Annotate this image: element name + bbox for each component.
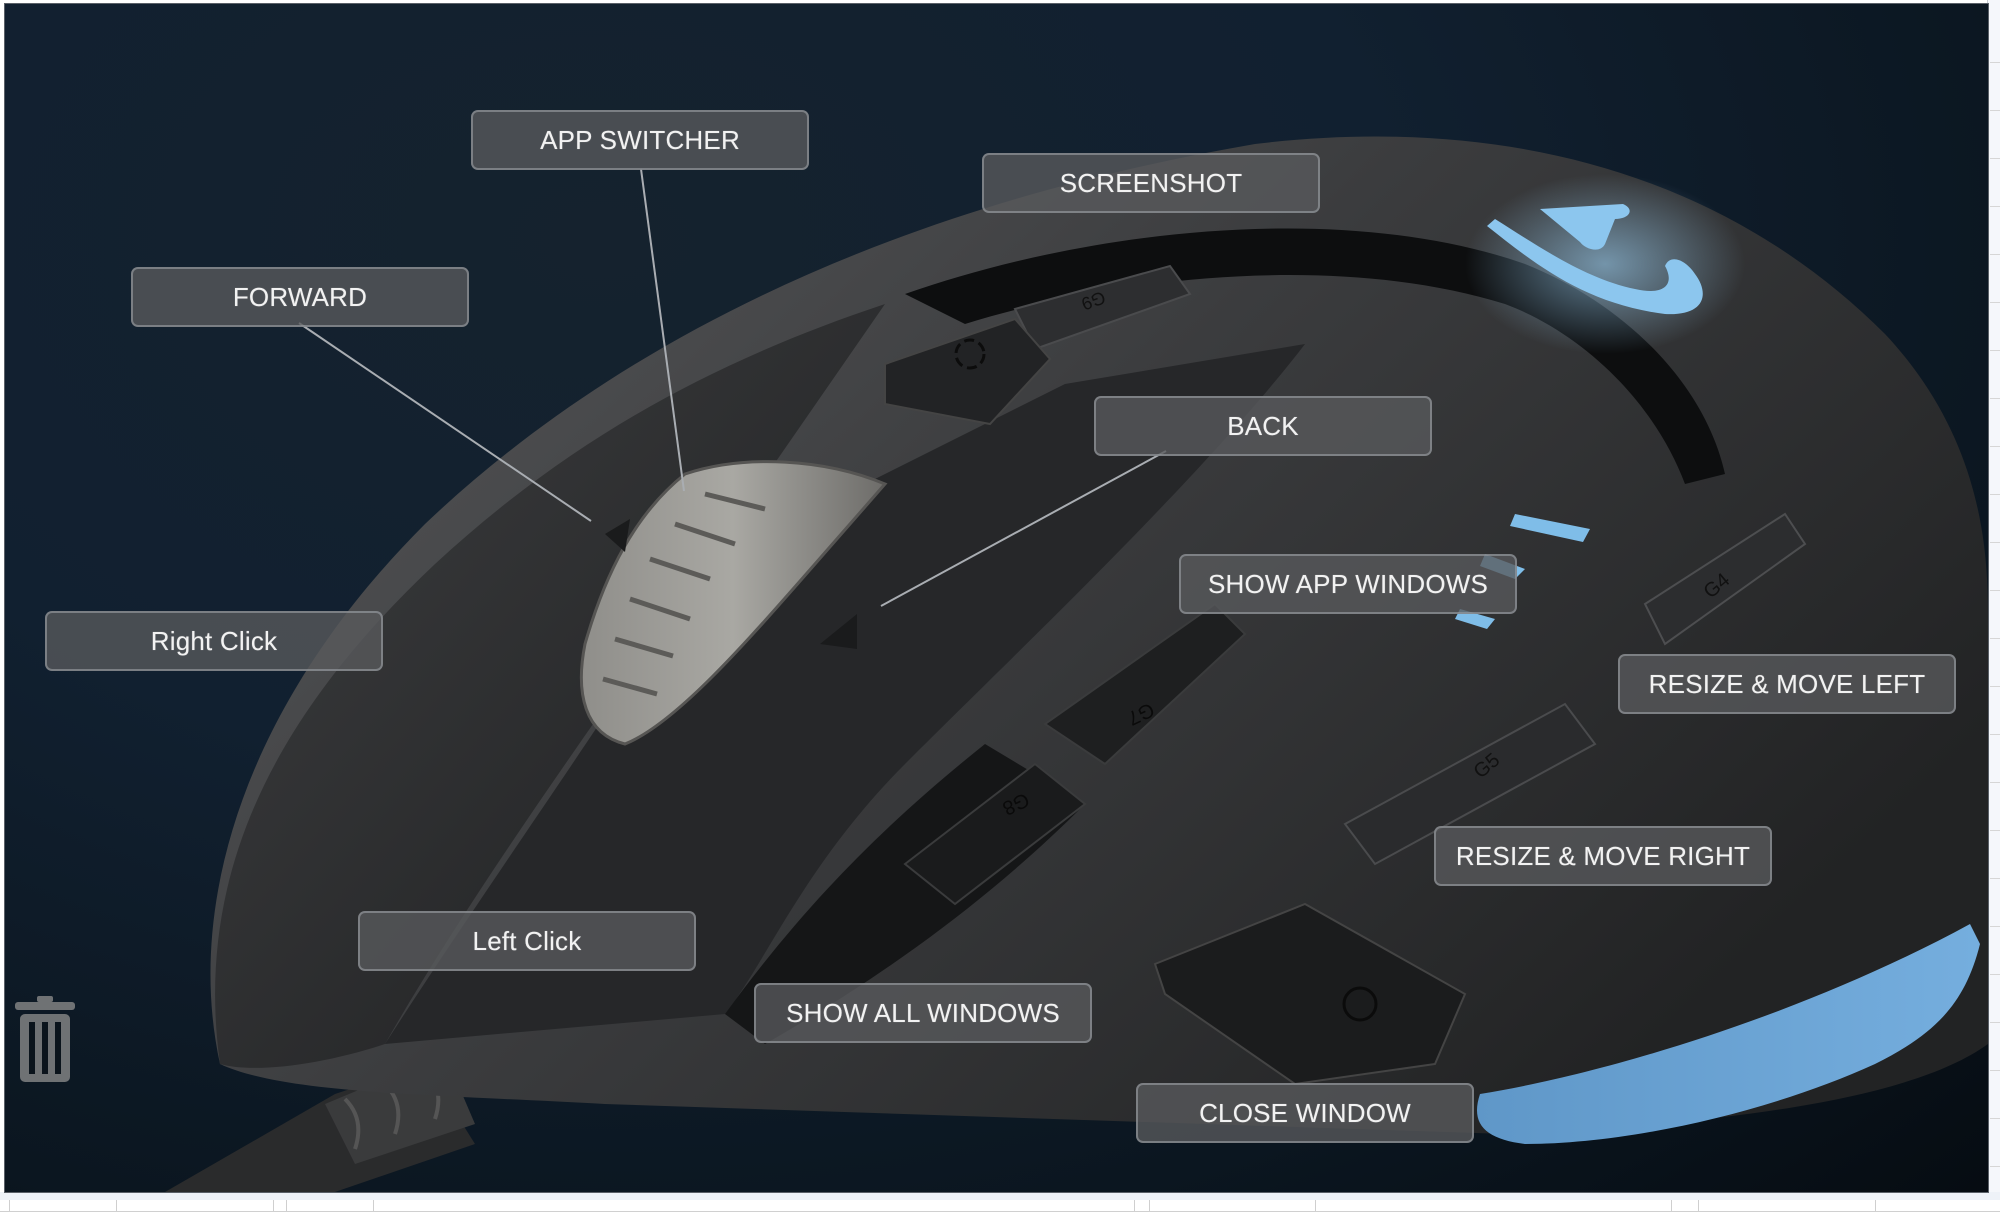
back-arrow-marker [820, 614, 857, 649]
column-divider [1315, 1200, 1316, 1211]
column-divider [1698, 1200, 1699, 1211]
mapping-label-resize-move-left[interactable]: RESIZE & MOVE LEFT [1618, 654, 1956, 714]
sniper-button[interactable] [1153, 902, 1467, 1086]
row-divider [1990, 158, 2000, 159]
mouse-button-mapping-panel: G9 G7 G8 G4 [4, 3, 1989, 1193]
row-divider [1990, 254, 2000, 255]
row-divider [1990, 734, 2000, 735]
connector-app-switcher [640, 168, 685, 492]
blue-accent-edge [1477, 924, 1980, 1144]
column-divider [1875, 1200, 1876, 1211]
row-divider [1990, 446, 2000, 447]
mapping-label-back[interactable]: BACK [1094, 396, 1432, 456]
key-g5[interactable]: G5 [1343, 702, 1597, 866]
mapping-label-app-switcher[interactable]: APP SWITCHER [471, 110, 809, 170]
row-divider [1990, 206, 2000, 207]
row-divider [1990, 590, 2000, 591]
mapping-label-close-window[interactable]: CLOSE WINDOW [1136, 1083, 1474, 1143]
mapping-label-forward[interactable]: FORWARD [131, 267, 469, 327]
crosshair-icon [1342, 986, 1378, 1022]
column-divider [1671, 1200, 1672, 1211]
column-divider [373, 1200, 374, 1211]
connector-forward [298, 322, 592, 522]
column-divider [116, 1200, 117, 1211]
trash-icon[interactable] [15, 994, 75, 1084]
row-divider [1990, 638, 2000, 639]
row-divider [1990, 974, 2000, 975]
row-divider [1990, 686, 2000, 687]
row-divider [1990, 350, 2000, 351]
row-divider [1990, 62, 2000, 63]
forward-arrow-marker [605, 519, 630, 552]
sheet-bottom-strip [0, 1192, 2000, 1200]
left-click-button[interactable] [385, 344, 1305, 1044]
row-divider [1990, 1118, 2000, 1119]
row-divider [1990, 302, 2000, 303]
connector-lines [298, 168, 1167, 607]
row-divider [1990, 878, 2000, 879]
row-divider [1990, 1022, 2000, 1023]
column-divider [1134, 1200, 1135, 1211]
row-divider [1990, 926, 2000, 927]
column-divider [286, 1200, 287, 1211]
scroll-wheel[interactable] [579, 460, 888, 746]
dpi-icon [954, 338, 986, 370]
column-divider [9, 1200, 10, 1211]
mapping-label-show-app-windows[interactable]: SHOW APP WINDOWS [1179, 554, 1517, 614]
mapping-label-resize-move-right[interactable]: RESIZE & MOVE RIGHT [1434, 826, 1772, 886]
mapping-label-right-click[interactable]: Right Click [45, 611, 383, 671]
row-divider [1990, 1166, 2000, 1167]
row-divider [1990, 542, 2000, 543]
column-divider [1149, 1200, 1150, 1211]
key-g8[interactable]: G8 [903, 762, 1087, 906]
column-divider [273, 1200, 274, 1211]
mapping-label-left-click[interactable]: Left Click [358, 911, 696, 971]
mapping-label-show-all-windows[interactable]: SHOW ALL WINDOWS [754, 983, 1092, 1043]
row-divider [1990, 830, 2000, 831]
key-g9[interactable]: G9 [1013, 264, 1192, 351]
mapping-label-screenshot[interactable]: SCREENSHOT [982, 153, 1320, 213]
sheet-bottom-cells [0, 1200, 2000, 1212]
row-divider [1990, 398, 2000, 399]
row-divider [1990, 494, 2000, 495]
key-g4[interactable]: G4 [1643, 512, 1807, 646]
row-divider [1990, 110, 2000, 111]
logitech-g-logo [1465, 174, 1745, 354]
key-dpi-shift[interactable] [884, 317, 1052, 426]
row-divider [1990, 1070, 2000, 1071]
row-divider [1990, 782, 2000, 783]
connector-back [880, 450, 1167, 607]
